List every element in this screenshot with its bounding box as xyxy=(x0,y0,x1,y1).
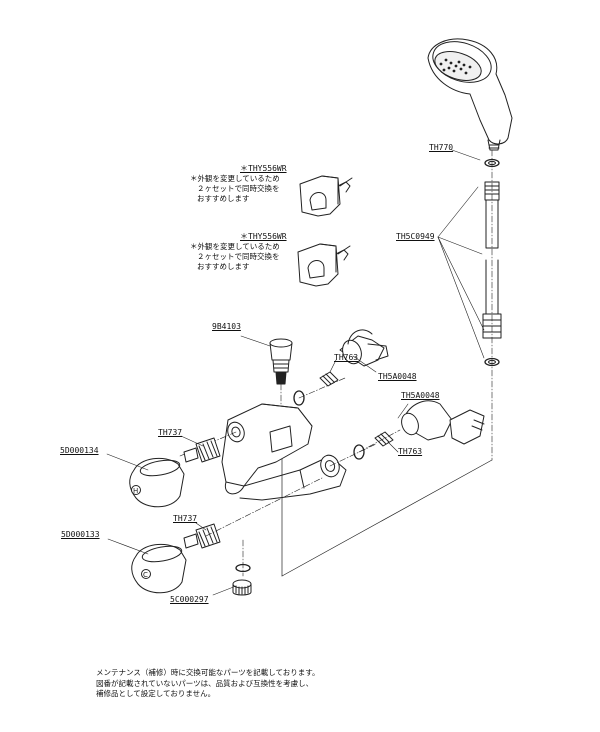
label-thy556wr-1: ＊THY556WR xyxy=(240,164,287,173)
cold-knob-5d000133: C xyxy=(131,543,187,594)
label-5c000297: 5C000297 xyxy=(170,595,209,604)
svg-text:H: H xyxy=(133,487,138,495)
hose-holder-2 xyxy=(297,243,351,287)
label-thy556wr-2: ＊THY556WR xyxy=(240,232,287,241)
oring-left-top xyxy=(293,390,305,406)
footer-line-2: 図番が記載されていないパーツは、品質および互換性を考慮し、 xyxy=(96,678,314,688)
valve-th737-top xyxy=(183,437,221,463)
label-th763-top: TH763 xyxy=(334,353,359,362)
label-th5a0048-mid: TH5A0048 xyxy=(401,391,440,400)
label-th5a0048-top: TH5A0048 xyxy=(378,372,417,381)
valve-th737-bottom xyxy=(183,523,221,549)
label-th770: TH770 xyxy=(429,143,454,152)
strainer-5c000297 xyxy=(232,579,252,596)
label-th737-top: TH737 xyxy=(158,428,183,437)
hose-holder-1 xyxy=(299,175,353,217)
oring-mid xyxy=(353,444,365,460)
label-th737-bottom: TH737 xyxy=(173,514,198,523)
shower-elbow-upper xyxy=(339,329,389,367)
note-2-line-2: ２ヶセットで同時交換を xyxy=(197,252,280,261)
svg-text:C: C xyxy=(143,571,148,579)
footer-note: メンテナンス（補修）時に交換可能なパーツを記載しております。 図番が記載されてい… xyxy=(96,668,320,700)
note-1-line-3: おすすめします xyxy=(197,194,250,203)
label-9b4103: 9B4103 xyxy=(212,322,241,331)
washer-bottom xyxy=(484,357,500,367)
footer-line-1: メンテナンス（補修）時に交換可能なパーツを記載しております。 xyxy=(96,668,320,677)
label-5d000133: 5D000133 xyxy=(61,530,100,539)
note-1-line-1: ＊外観を変更しているため xyxy=(190,174,280,183)
hot-knob-5d000134: H xyxy=(129,457,185,508)
note-2-line-3: おすすめします xyxy=(197,262,250,271)
note-1-line-2: ２ヶセットで同時交換を xyxy=(197,184,280,193)
label-5d000134: 5D000134 xyxy=(60,446,99,455)
cartridge-9b4103 xyxy=(240,335,293,411)
note-2-line-1: ＊外観を変更しているため xyxy=(190,242,280,251)
footer-line-3: 補修品として設定しておりません。 xyxy=(96,689,216,698)
label-th763-mid: TH763 xyxy=(398,447,423,456)
faucet-body xyxy=(221,403,347,501)
shower-elbow-middle xyxy=(401,400,485,445)
shower-head xyxy=(427,38,513,151)
nut-th763-top xyxy=(319,371,339,387)
label-th5c0949: TH5C0949 xyxy=(396,232,435,241)
note-1: ＊外観を変更しているため ２ヶセットで同時交換を おすすめします xyxy=(190,174,280,204)
note-2: ＊外観を変更しているため ２ヶセットで同時交換を おすすめします xyxy=(190,242,280,272)
